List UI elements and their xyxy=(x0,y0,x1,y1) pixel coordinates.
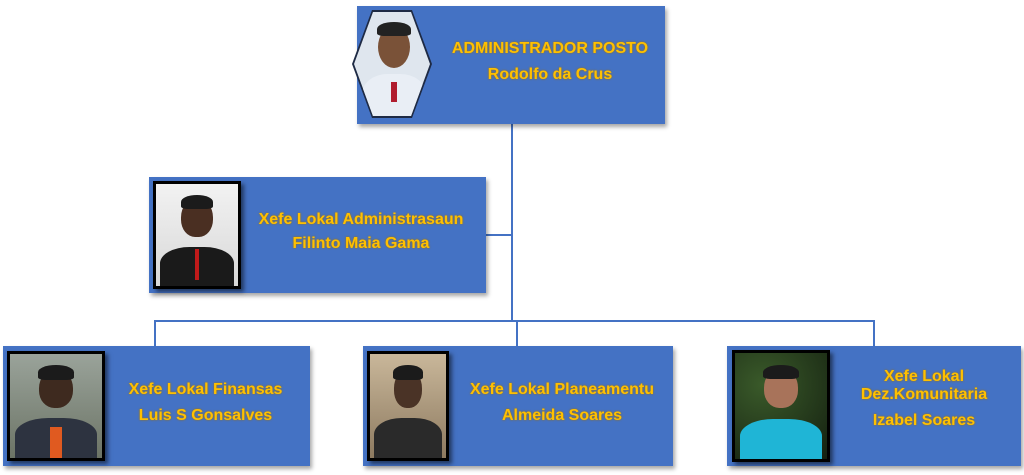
node-name: Filinto Maia Gama xyxy=(292,235,430,252)
avatar-child-planeamentu xyxy=(367,351,449,461)
connector-children-horizontal xyxy=(154,320,875,322)
node-title: ADMINISTRADOR POSTO xyxy=(451,40,649,57)
node-name: Almeida Soares xyxy=(501,407,623,424)
node-title: Xefe Lokal Administrasaun xyxy=(258,211,464,228)
connector-root-vertical xyxy=(511,124,513,321)
node-title-line1: Xefe Lokal xyxy=(883,368,965,385)
node-title: Xefe Lokal Finansas xyxy=(128,381,283,398)
avatar-child-finansas xyxy=(7,351,105,461)
org-node-child-planeamentu: Xefe Lokal Planeamentu Almeida Soares xyxy=(363,346,673,466)
node-name: Luis S Gonsalves xyxy=(138,407,273,424)
node-name: Rodolfo da Crus xyxy=(487,66,613,83)
node-name: Izabel Soares xyxy=(872,412,976,429)
node-title-line2: Dez.Komunitaria xyxy=(860,386,988,403)
connector-assistant xyxy=(486,234,512,236)
avatar-root xyxy=(352,10,432,118)
connector-child-3 xyxy=(873,320,875,347)
connector-child-2 xyxy=(516,320,518,347)
org-node-child-finansas: Xefe Lokal Finansas Luis S Gonsalves xyxy=(3,346,310,466)
avatar-child-dez-komunitaria xyxy=(732,350,830,462)
org-node-child-dez-komunitaria: Xefe Lokal Dez.Komunitaria Izabel Soares xyxy=(727,346,1021,466)
org-node-assistant: Xefe Lokal Administrasaun Filinto Maia G… xyxy=(149,177,486,293)
connector-child-1 xyxy=(154,320,156,347)
node-title: Xefe Lokal Planeamentu xyxy=(469,381,655,398)
avatar-assistant xyxy=(153,181,241,289)
